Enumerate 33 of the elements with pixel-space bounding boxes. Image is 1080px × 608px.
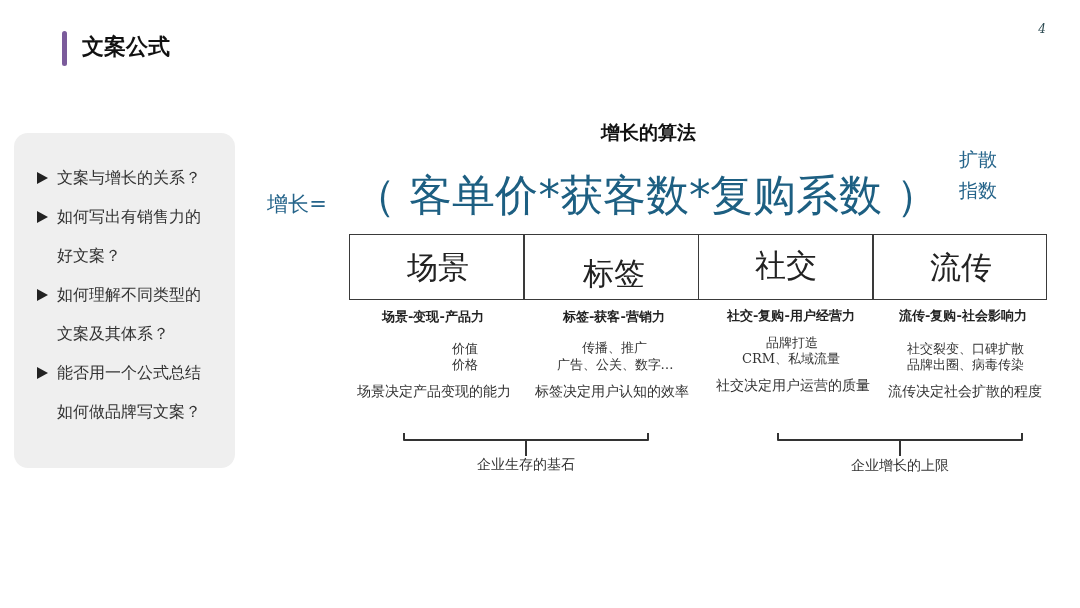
formula-label: 增长= bbox=[267, 191, 327, 218]
question-text: 如何理解不同类型的文案及其体系？ bbox=[57, 284, 202, 345]
description-text: 社交决定用户运营的质量 bbox=[716, 377, 870, 395]
keyword-text: 传播、推广 bbox=[581, 340, 647, 356]
bracket-caption: 企业增长的上限 bbox=[851, 457, 949, 475]
question-panel bbox=[14, 133, 235, 468]
page-number: 4 bbox=[1038, 22, 1046, 36]
index-label: 扩散指数 bbox=[958, 147, 998, 203]
category-box: 流传 bbox=[871, 234, 1048, 300]
slide-title: 文案公式 bbox=[82, 33, 170, 59]
keyword-text: 品牌打造 bbox=[766, 335, 818, 351]
bracket-caption: 企业生存的基石 bbox=[477, 456, 575, 474]
keyword-text: CRM、私域流量 bbox=[742, 351, 840, 367]
keyword-text: 价格 bbox=[452, 357, 478, 373]
column-heading: 社交-复购-用户经营力 bbox=[727, 307, 855, 325]
column-heading: 场景-变现-产品力 bbox=[382, 308, 484, 326]
question-text: 文案与增长的关系？ bbox=[57, 167, 202, 189]
category-box: 场景 bbox=[349, 234, 525, 300]
keyword-text: 社交裂变、口碑扩散 bbox=[906, 341, 1024, 357]
description-text: 场景决定产品变现的能力 bbox=[357, 383, 511, 401]
formula-text: （ 客单价*获客数*复购系数 ） bbox=[352, 169, 940, 222]
keyword-text: 价值 bbox=[452, 341, 478, 357]
description-text: 标签决定用户认知的效率 bbox=[535, 383, 689, 401]
category-box: 标签 bbox=[523, 234, 700, 300]
column-heading: 标签-获客-营销力 bbox=[563, 308, 665, 326]
description-text: 流传决定社会扩散的程度 bbox=[888, 383, 1042, 401]
category-box: 社交 bbox=[697, 234, 874, 300]
question-text: 能否用一个公式总结如何做品牌写文案？ bbox=[57, 362, 202, 423]
keyword-text: 品牌出圈、病毒传染 bbox=[906, 357, 1024, 373]
formula-heading: 增长的算法 bbox=[600, 120, 696, 145]
question-text: 如何写出有销售力的好文案？ bbox=[57, 206, 202, 267]
column-heading: 流传-复购-社会影响力 bbox=[899, 307, 1027, 325]
keyword-text: 广告、公关、数字… bbox=[556, 357, 674, 373]
